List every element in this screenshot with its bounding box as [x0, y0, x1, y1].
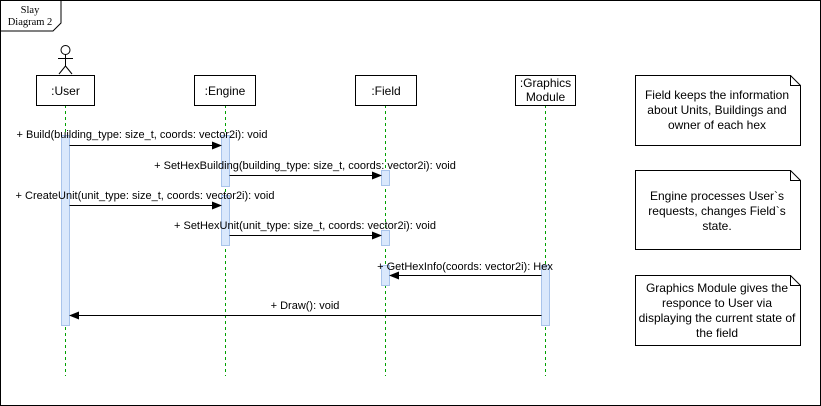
message-label-build: + Build(building_type: size_t, coords: v… [17, 129, 268, 141]
note-field-line1: Field keeps the information [645, 88, 789, 102]
message-label-draw: + Draw(): void [271, 300, 340, 312]
activation-graphics [541, 265, 550, 326]
activation-field-1 [381, 170, 390, 186]
lifeline-field-label: :Field [371, 84, 400, 98]
note-field-line3: owner of each hex [668, 118, 766, 132]
note-engine-line2: requests, changes Field`s [648, 204, 785, 218]
activation-engine-2 [221, 195, 230, 246]
note-graphics-line2: responce to User via [662, 296, 772, 310]
lifeline-user[interactable]: :User [36, 75, 95, 106]
message-label-sethexunit: + SetHexUnit(unit_type: size_t, coords: … [174, 220, 436, 232]
frame-title-line1: Slay [21, 5, 40, 16]
lifeline-user-label: :User [51, 84, 80, 98]
frame-title-line2: Diagram 2 [8, 17, 53, 28]
activation-user [61, 135, 70, 326]
message-label-sethexbuilding: + SetHexBuilding(building_type: size_t, … [154, 160, 456, 172]
note-graphics-line1: Graphics Module gives the [646, 281, 788, 295]
note-engine: Engine processes User`s requests, change… [635, 170, 801, 250]
note-graphics-line3: displaying the current state of [639, 311, 796, 325]
note-graphics-line4: the field [696, 326, 738, 340]
note-engine-line3: state. [702, 219, 731, 233]
frame-title-tab [0, 0, 62, 32]
lifeline-graphics-label-line1: :Graphics [520, 76, 571, 90]
lifeline-graphics[interactable]: :Graphics Module [515, 75, 576, 106]
message-label-createunit: + CreateUnit(unit_type: size_t, coords: … [16, 190, 275, 202]
note-engine-line1: Engine processes User`s [650, 189, 784, 203]
message-label-gethexinfo: + GetHexInfo(coords: vector2i): Hex [377, 261, 553, 273]
activation-engine-1 [221, 135, 230, 187]
note-graphics: Graphics Module gives the responce to Us… [635, 275, 801, 346]
lifeline-graphics-label-line2: Module [526, 90, 566, 104]
user-actor-icon [58, 45, 73, 75]
lifeline-engine[interactable]: :Engine [194, 75, 256, 106]
lifeline-field[interactable]: :Field [355, 75, 417, 106]
lifeline-engine-label: :Engine [205, 84, 246, 98]
activation-field-2 [381, 230, 390, 246]
note-field: Field keeps the information about Units,… [635, 75, 801, 146]
note-field-line2: about Units, Buildings and [647, 103, 786, 117]
